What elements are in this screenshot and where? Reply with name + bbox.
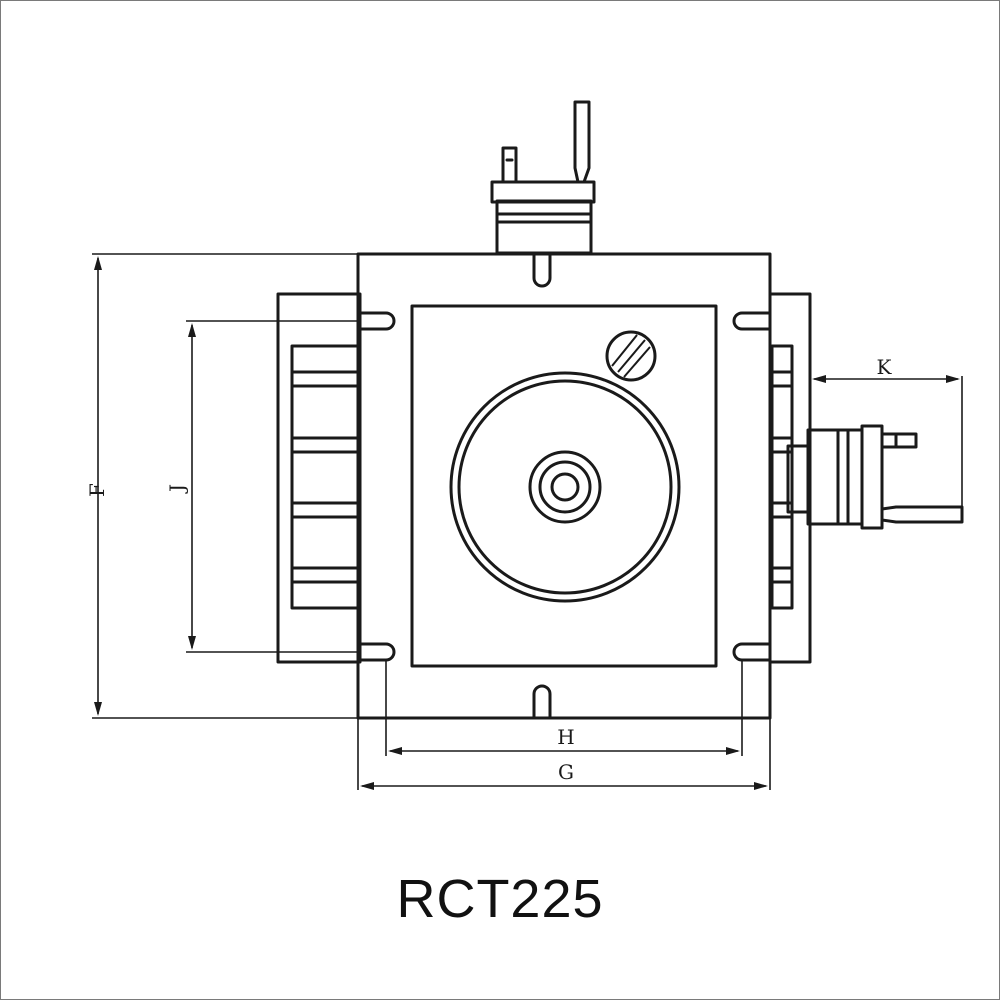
dimension-h: H xyxy=(385,660,743,756)
dimension-label-h: H xyxy=(557,725,574,749)
base-plate xyxy=(356,252,772,720)
right-handwheel-assembly xyxy=(786,424,964,530)
dimension-label-f: F xyxy=(85,483,109,497)
top-handwheel-assembly xyxy=(490,100,596,255)
dimension-g: G xyxy=(357,718,771,790)
model-label: RCT225 xyxy=(396,869,604,929)
base-plate-slots xyxy=(356,252,772,720)
dimension-label-g: G xyxy=(558,760,574,784)
dimension-k: K xyxy=(809,355,963,506)
dimension-f: F xyxy=(85,253,358,719)
dimension-label-j: J xyxy=(165,484,189,494)
locking-knob xyxy=(605,330,657,382)
dimension-j: J xyxy=(165,320,360,653)
left-side-rail xyxy=(276,292,362,664)
top-plate xyxy=(410,304,718,668)
dimension-label-k: K xyxy=(877,355,893,379)
rotary-table xyxy=(449,371,681,603)
right-side-rail xyxy=(768,292,812,664)
